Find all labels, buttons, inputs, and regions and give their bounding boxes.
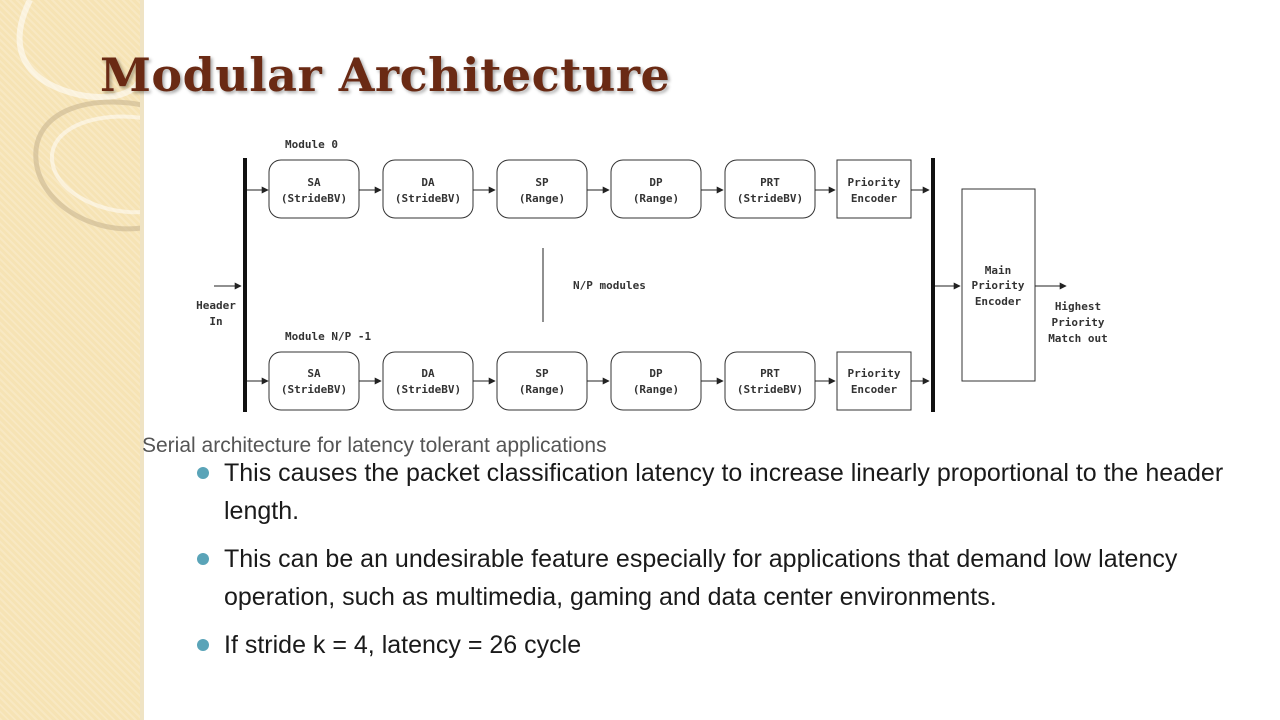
stage-name-prt-top: PRT — [760, 176, 780, 189]
stage-box-sa-top — [268, 159, 360, 219]
main-encoder-line2: Priority — [972, 279, 1025, 292]
header-in-label-line2: In — [209, 315, 222, 328]
stage-name-da-bottom: DA — [421, 367, 435, 380]
bullet-dot-icon — [197, 467, 209, 479]
stage-name-sp-bottom: SP — [535, 367, 549, 380]
output-label-line3: Match out — [1048, 332, 1108, 345]
priority-encoder-bottom-line2: Encoder — [851, 383, 898, 396]
stage-box-dp-bottom — [610, 351, 702, 411]
bullet-item: This can be an undesirable feature espec… — [195, 540, 1265, 616]
module-bottom-label: Module N/P -1 — [285, 330, 371, 343]
stage-box-sa-bottom — [268, 351, 360, 411]
sidebar-swirl-ornament — [16, 0, 142, 232]
priority-encoder-box-top — [836, 159, 912, 219]
stage-box-da-bottom — [382, 351, 474, 411]
bullet-text: This causes the packet classification la… — [224, 459, 1224, 525]
stage-type-sa-top: (StrideBV) — [281, 192, 347, 205]
module-bottom-row: SA (StrideBV) DA (StrideBV) SP (Range) D… — [247, 351, 930, 411]
bullet-item: If stride k = 4, latency = 26 cycle — [195, 626, 1265, 664]
priority-encoder-top-line1: Priority — [848, 176, 901, 189]
stage-type-prt-bottom: (StrideBV) — [737, 383, 803, 396]
module-top-row: SA (StrideBV) DA (StrideBV) SP (Range) D… — [247, 159, 930, 219]
middle-label: N/P modules — [573, 279, 646, 292]
sidebar-edge — [140, 0, 144, 720]
stage-name-da-top: DA — [421, 176, 435, 189]
bullet-item: This causes the packet classification la… — [195, 454, 1265, 530]
header-in-label-line1: Header — [196, 299, 236, 312]
stage-box-prt-top — [724, 159, 816, 219]
main-priority-encoder-box — [961, 188, 1036, 382]
stage-name-prt-bottom: PRT — [760, 367, 780, 380]
stage-type-da-top: (StrideBV) — [395, 192, 461, 205]
stage-type-sa-bottom: (StrideBV) — [281, 383, 347, 396]
stage-name-dp-bottom: DP — [649, 367, 663, 380]
bullet-text: This can be an undesirable feature espec… — [224, 545, 1178, 611]
stage-box-sp-top — [496, 159, 588, 219]
stage-box-da-top — [382, 159, 474, 219]
main-encoder-line3: Encoder — [975, 295, 1022, 308]
stage-name-sa-top: SA — [307, 176, 321, 189]
priority-encoder-box-bottom — [836, 351, 912, 411]
output-label-line2: Priority — [1052, 316, 1105, 329]
stage-type-da-bottom: (StrideBV) — [395, 383, 461, 396]
stage-type-dp-bottom: (Range) — [633, 383, 679, 396]
stage-box-dp-top — [610, 159, 702, 219]
input-bus-bar — [243, 158, 247, 412]
stage-type-prt-top: (StrideBV) — [737, 192, 803, 205]
bullet-dot-icon — [197, 553, 209, 565]
diagram-caption: Serial architecture for latency tolerant… — [142, 434, 607, 457]
decorative-sidebar — [0, 0, 142, 720]
stage-type-dp-top: (Range) — [633, 192, 679, 205]
output-bus-bar — [931, 158, 935, 412]
slide-title: Modular Architecture — [100, 48, 671, 102]
bullet-dot-icon — [197, 639, 209, 651]
stage-box-prt-bottom — [724, 351, 816, 411]
stage-name-sp-top: SP — [535, 176, 549, 189]
priority-encoder-bottom-line1: Priority — [848, 367, 901, 380]
stage-name-sa-bottom: SA — [307, 367, 321, 380]
stage-type-sp-bottom: (Range) — [519, 383, 565, 396]
stage-name-dp-top: DP — [649, 176, 663, 189]
stage-type-sp-top: (Range) — [519, 192, 565, 205]
architecture-diagram: Module 0 Module N/P -1 N/P modules Heade… — [196, 138, 1108, 412]
priority-encoder-top-line2: Encoder — [851, 192, 898, 205]
bullet-text: If stride k = 4, latency = 26 cycle — [224, 631, 582, 659]
main-encoder-line1: Main — [985, 264, 1012, 277]
module-top-label: Module 0 — [285, 138, 338, 151]
stage-box-sp-bottom — [496, 351, 588, 411]
output-label-line1: Highest — [1055, 300, 1101, 313]
bullet-list: This causes the packet classification la… — [195, 454, 1265, 674]
